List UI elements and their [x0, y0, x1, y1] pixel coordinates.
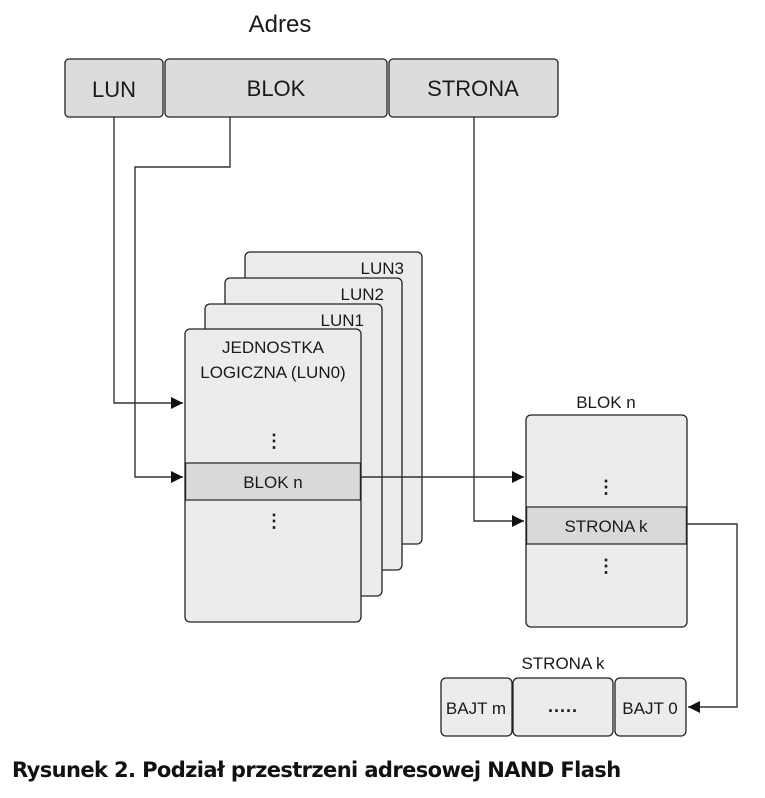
lun2-label: LUN2: [341, 285, 384, 304]
page-cell-bajt-0: [614, 677, 687, 737]
lun0-selected-block-label: BLOK n: [243, 473, 303, 492]
address-bar: LUN BLOK STRONA: [64, 58, 559, 118]
address-field-blok-label: BLOK: [247, 76, 306, 101]
lun0-ellipsis-top: ⋮: [265, 431, 283, 451]
lun0-title-line2: LOGICZNA (LUN0): [200, 363, 345, 382]
page-cell-bajt-m-label: BAJT m: [446, 699, 506, 718]
block-ellipsis-bottom: ⋮: [597, 556, 615, 576]
block-title: BLOK n: [576, 393, 636, 412]
block-panel-group: BLOK n ⋮ STRONA k ⋮: [525, 393, 688, 628]
address-title: Adres: [249, 11, 312, 38]
page-cell-dots: [512, 677, 614, 737]
lun0-ellipsis-bottom: ⋮: [265, 511, 283, 531]
figure-caption: Rysunek 2. Podział przestrzeni adresowej…: [12, 758, 621, 782]
page-cell-dots-label: .....: [548, 696, 578, 716]
address-field-blok: [164, 58, 388, 118]
lun1-label: LUN1: [321, 311, 364, 330]
page-title: STRONA k: [521, 654, 605, 673]
block-selected-page-label: STRONA k: [564, 517, 648, 536]
page-cell-bajt-0-label: BAJT 0: [622, 699, 677, 718]
connectors: [113, 117, 738, 713]
lun0-title-line1: JEDNOSTKA: [222, 338, 325, 357]
address-field-lun-label: LUN: [92, 77, 136, 102]
address-field-strona-label: STRONA: [427, 76, 519, 101]
block-selected-page: [525, 506, 687, 545]
lun3-label: LUN3: [361, 259, 404, 278]
arrow-page-k-to-bajt-0: [687, 523, 738, 713]
block-ellipsis-top: ⋮: [597, 477, 615, 497]
arrow-lun-to-lun0: [113, 117, 183, 409]
lun0-selected-block: [185, 462, 362, 501]
arrow-strona-to-page-k: [473, 117, 524, 527]
page-group: STRONA k BAJT m ..... BAJT 0: [440, 654, 687, 737]
arrow-blok-to-block-n: [134, 117, 231, 483]
lun-stack: LUN3 LUN2 LUN1 JEDNOSTKA LOGICZNA (LUN0)…: [184, 251, 423, 623]
page-cell-bajt-m: [440, 677, 513, 737]
